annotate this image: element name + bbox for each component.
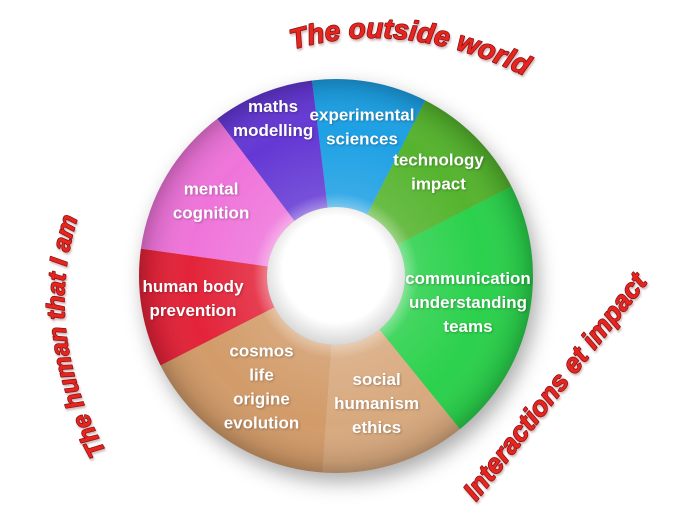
ring-label-human-that-i-am-text: The human that I am xyxy=(41,211,112,463)
ring-label-human-that-i-am: The human that I am xyxy=(42,212,111,463)
donut-ring xyxy=(138,79,533,473)
ring-label-outside-world-text: The outside world xyxy=(285,12,537,82)
ring-sheen-overlay xyxy=(139,79,533,473)
ring-label-outside-world: The outside world xyxy=(286,13,536,82)
donut-hole xyxy=(267,207,405,345)
